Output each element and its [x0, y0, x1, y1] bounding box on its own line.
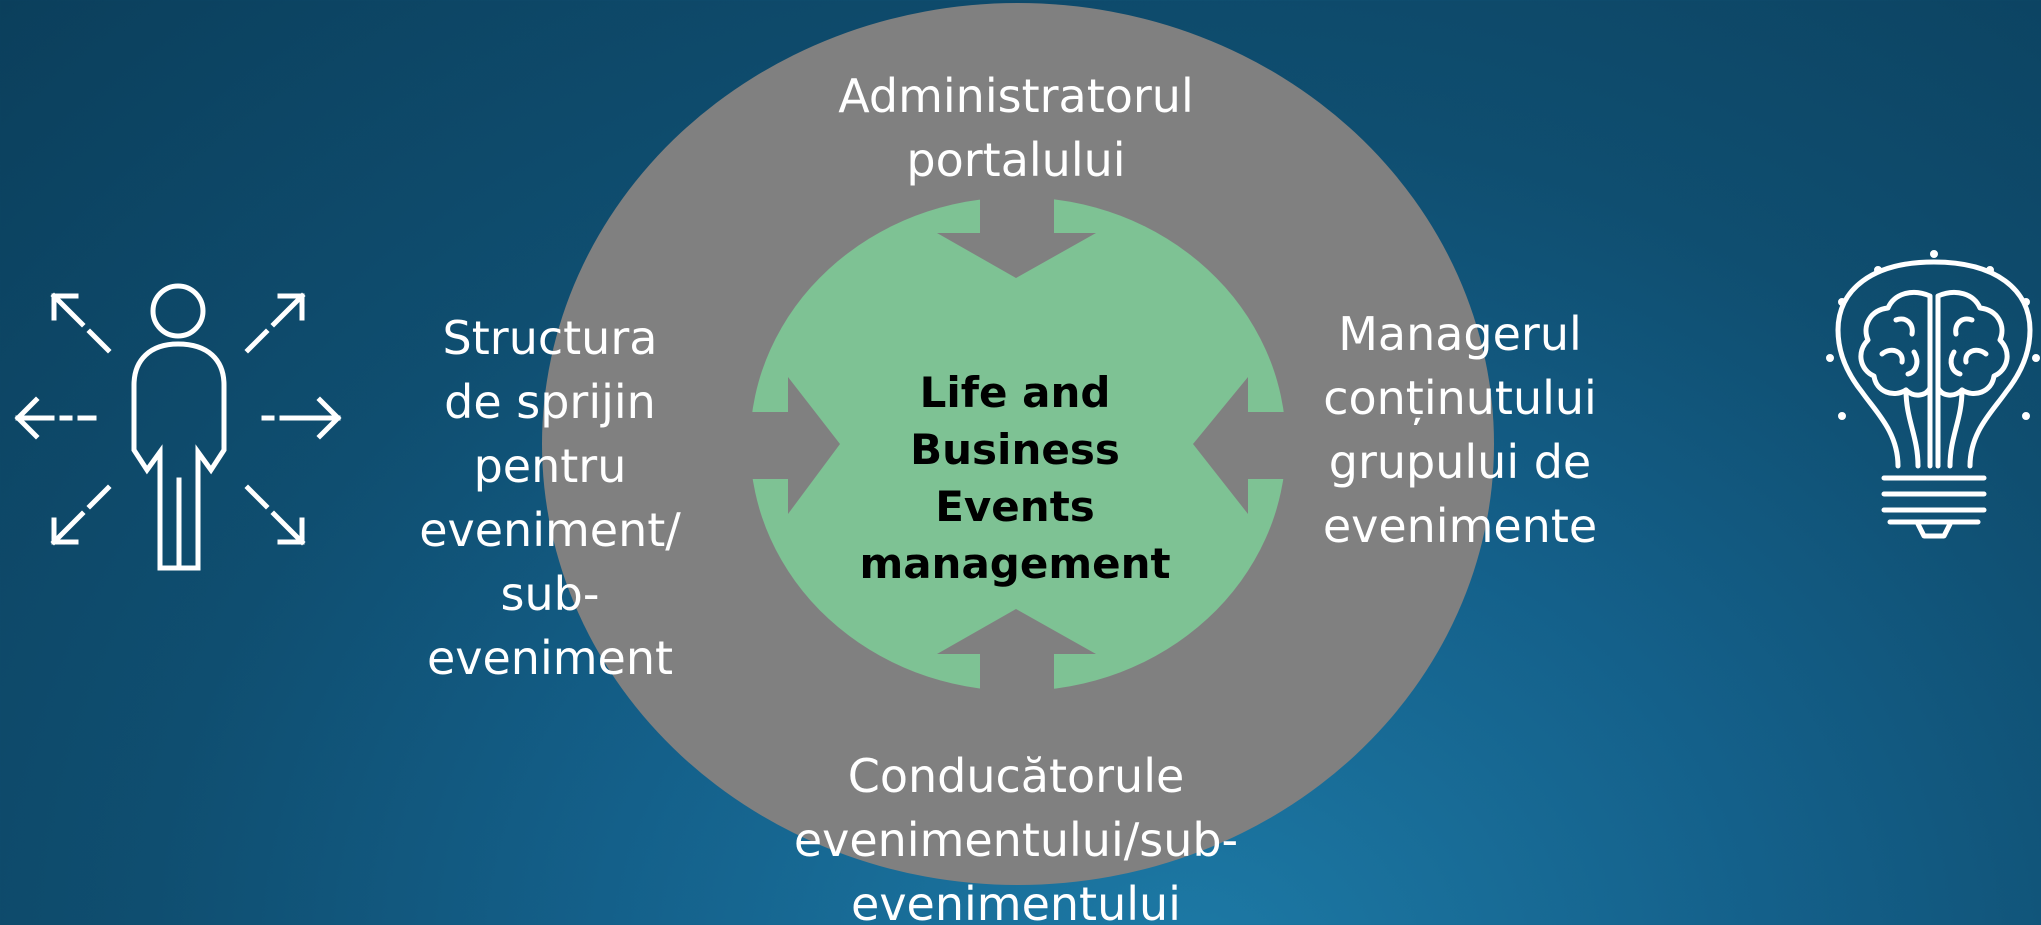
inner-circle [750, 197, 1286, 691]
arrow-notch-right [1193, 377, 1296, 514]
role-event-leader: Conducătorule evenimentului/sub- evenime… [793, 749, 1239, 925]
role-support-structure: Structura de sprijin pentru eveniment/ s… [419, 311, 681, 685]
person-with-arrows-icon [14, 283, 342, 571]
lightbulb-brain-icon [1826, 250, 2040, 539]
hub-label: Life and Business Events management [859, 368, 1171, 588]
arrow-notch-bottom [937, 609, 1096, 700]
arrow-notch-left [740, 377, 840, 514]
arrow-notch-top [937, 190, 1096, 278]
role-portal-administrator: Administratorul portalului [838, 69, 1194, 187]
central-hub [740, 190, 1296, 700]
role-content-manager: Managerul conținutului grupului de eveni… [1322, 307, 1598, 553]
